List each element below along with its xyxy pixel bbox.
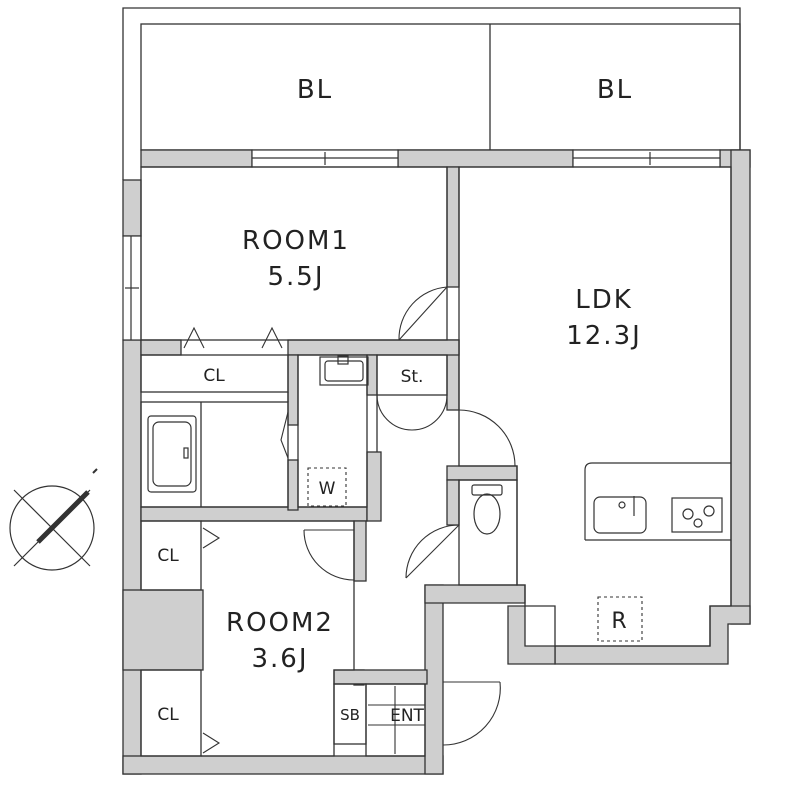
wall-room1-bottom [140, 339, 182, 356]
wall-right [730, 149, 751, 625]
wall-left-lower [122, 339, 142, 775]
washroom-outline [297, 354, 368, 508]
doors [183, 286, 516, 754]
room2-outline [201, 520, 355, 757]
balcony-right-label: BL [597, 75, 633, 105]
windows [122, 149, 721, 341]
ldk-outline [458, 166, 732, 647]
storage-outline [376, 354, 448, 396]
closet-room2-upper-outline [140, 520, 202, 591]
labels: BL BL ROOM1 5.5J LDK 12.3J ROOM2 3.6J CL… [157, 75, 642, 726]
room-outlines [140, 166, 732, 757]
closet-room1-outline [140, 354, 289, 393]
toilet-outline [458, 479, 518, 586]
ldk-size: 12.3J [566, 321, 642, 351]
sink-icon [593, 496, 647, 534]
balcony-left-label: BL [297, 75, 333, 105]
room2-name: ROOM2 [226, 608, 334, 638]
ldk-name: LDK [575, 285, 633, 315]
bath-outline [140, 401, 289, 508]
washer-area [307, 467, 347, 507]
entrance-label: ENT [390, 706, 424, 726]
room1-size: 5.5J [267, 262, 324, 292]
washbasin-icon [319, 355, 369, 386]
wall-room2-right [353, 520, 367, 582]
closet-room1-label: CL [203, 366, 225, 386]
compass-icon [9, 468, 98, 571]
wall-top [140, 149, 253, 168]
storage-label: St. [401, 367, 424, 387]
wall-toilet [446, 465, 518, 481]
closet-room2-upper-label: CL [157, 546, 179, 566]
bathtub-icon [147, 415, 197, 493]
fridge-area [597, 596, 643, 642]
room1-outline [140, 166, 448, 341]
kitchen-counter [584, 462, 731, 541]
walls [122, 149, 751, 775]
wall-room1-right [446, 166, 460, 288]
stove-icon [671, 497, 723, 533]
room1-name: ROOM1 [242, 226, 350, 256]
wall-left-upper [122, 179, 142, 237]
shoe-box-label: SB [340, 706, 360, 724]
washer-label: W [319, 479, 336, 499]
toilet-icon [471, 484, 503, 535]
closet-room2-lower-outline [140, 669, 202, 757]
closet-room2-lower-label: CL [157, 705, 179, 725]
wall-bath [140, 506, 368, 522]
fridge-label: R [611, 609, 628, 634]
room2-size: 3.6J [251, 644, 308, 674]
entrance-outline [365, 683, 426, 757]
wall-bottom [122, 755, 444, 775]
wall-closet2 [122, 589, 204, 671]
